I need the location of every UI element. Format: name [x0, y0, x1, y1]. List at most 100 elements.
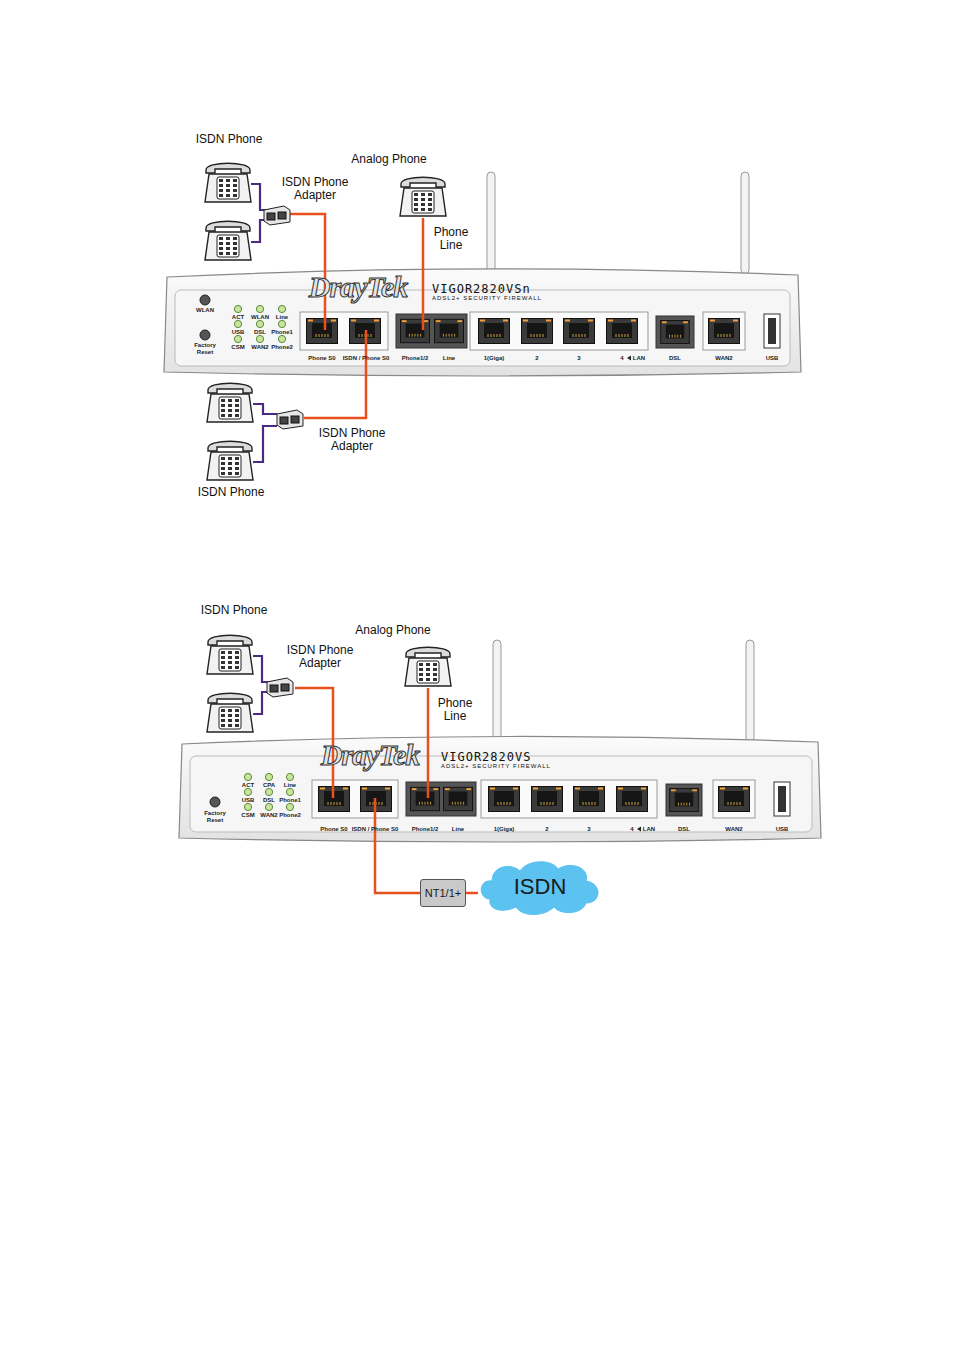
panel-label: Line — [284, 782, 296, 789]
phones — [205, 163, 451, 732]
status-led — [256, 335, 263, 342]
drawing-part — [253, 692, 268, 714]
drawing-part — [400, 177, 446, 216]
drawing-part — [406, 782, 476, 816]
drawing-part — [522, 319, 553, 344]
panel-label: WAN2 — [715, 355, 732, 362]
drawing-part — [768, 318, 776, 344]
drawing-part — [410, 787, 439, 810]
panel-label: LAN — [643, 826, 655, 833]
panel-label: DSL — [254, 329, 266, 336]
drawing-part — [175, 290, 790, 366]
drawing-part — [200, 330, 210, 340]
drawing-part — [703, 312, 745, 350]
panel-label: WAN2 — [251, 344, 268, 351]
panel-label: Line — [452, 826, 464, 833]
caption-label: Phone Line — [426, 226, 476, 252]
caption-label: ISDN Phone Adapter — [275, 176, 355, 202]
drawing-part — [396, 314, 467, 348]
panel-label: WAN2 — [725, 826, 742, 833]
phone-cable — [290, 214, 428, 893]
status-led — [256, 305, 263, 312]
panel-label: Phone1/2 — [402, 355, 429, 362]
drawing-part — [427, 688, 430, 798]
panel-label: 3 — [587, 826, 590, 833]
node-text: NT1/1+ — [425, 887, 461, 899]
panel-label: USB — [232, 329, 245, 336]
status-led — [265, 788, 272, 795]
drawing-part — [179, 736, 821, 842]
model-name: VIGOR2820VS — [441, 751, 531, 764]
status-led — [244, 788, 251, 795]
drawing-part — [443, 787, 472, 810]
drawing-part — [207, 635, 253, 674]
status-led — [265, 803, 272, 810]
device-box: NT1/1+ — [420, 879, 466, 907]
caption-label: Analog Phone — [351, 153, 426, 166]
caption-label: ISDN Phone — [196, 133, 263, 146]
drawing-part — [253, 426, 277, 462]
drawing-part — [304, 330, 366, 418]
drawing-part — [312, 780, 398, 818]
drawing-part — [207, 383, 253, 422]
isdn-wire — [251, 184, 277, 714]
caption-label: Analog Phone — [355, 624, 430, 637]
drawing-part — [774, 782, 790, 816]
caption-label: ISDN Phone — [198, 486, 265, 499]
drawing-part — [264, 206, 290, 225]
drawing-part — [422, 218, 425, 330]
panel-label: WLAN — [196, 307, 214, 314]
router-1 — [164, 172, 801, 376]
status-led — [286, 773, 293, 780]
status-led — [278, 320, 285, 327]
drawing-part — [164, 269, 801, 376]
panel-label: Line — [276, 314, 288, 321]
status-led — [265, 773, 272, 780]
panel-label: DSL — [678, 826, 690, 833]
status-led — [278, 335, 285, 342]
status-led — [278, 305, 285, 312]
router-2 — [179, 640, 821, 842]
drawing-part — [200, 295, 210, 305]
panel-label: ACT — [232, 314, 244, 321]
drawing-part — [267, 678, 293, 697]
status-led — [234, 320, 241, 327]
drawing-part — [564, 319, 595, 344]
drawing-part — [489, 787, 520, 812]
panel-label: Phone2 — [279, 812, 301, 819]
drawing-part — [746, 640, 754, 742]
cable-line — [466, 892, 478, 895]
panel-label: Line — [443, 355, 455, 362]
status-led — [286, 788, 293, 795]
panel-label: Phone1 — [279, 797, 301, 804]
panel-label: LAN — [633, 355, 645, 362]
drawing-part — [778, 786, 786, 812]
model-subtitle: ADSL2+ SECURITY FIREWALL — [441, 763, 551, 770]
node-text: ISDN — [514, 874, 567, 900]
caption-label: ISDN Phone Adapter — [312, 427, 392, 453]
drawing-part — [666, 784, 702, 816]
drawing-part — [400, 319, 429, 342]
drawing-part — [207, 441, 253, 480]
panel-label: 2 — [535, 355, 538, 362]
panel-label: 3 — [577, 355, 580, 362]
drawing-part — [405, 647, 451, 686]
panel-label: 2 — [545, 826, 548, 833]
panel-label: Factory Reset — [202, 810, 228, 824]
panel-label: DSL — [263, 797, 275, 804]
panel-label: Phone1 — [271, 329, 293, 336]
drawing-part — [470, 312, 648, 350]
panel-label: ACT — [242, 782, 254, 789]
drawing-part — [207, 693, 253, 732]
panel-label: Phone S0 — [308, 355, 335, 362]
panel-label: 4 — [630, 826, 633, 833]
drawing-part — [661, 320, 690, 343]
drawing-part — [251, 220, 266, 242]
panel-label: 1(Giga) — [484, 355, 505, 362]
status-led — [244, 773, 251, 780]
drawing-part — [253, 404, 277, 414]
